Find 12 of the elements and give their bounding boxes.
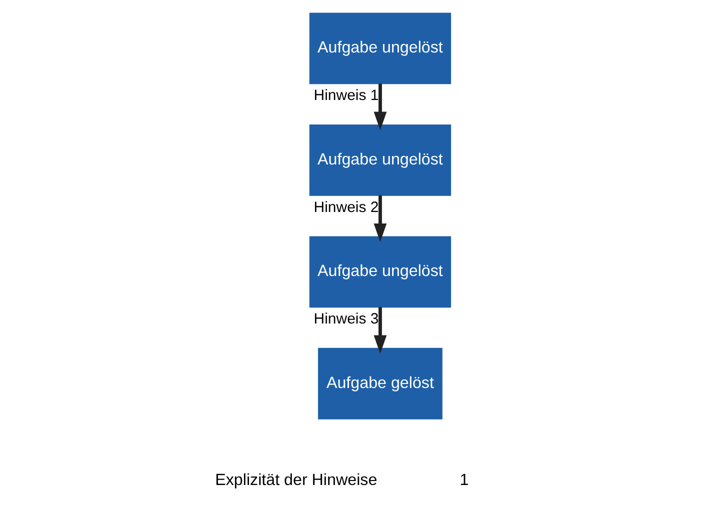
- label: Explizität der Hinweise: [215, 471, 378, 490]
- edge-label: Hinweis 1: [314, 87, 379, 104]
- label: 1: [460, 471, 469, 490]
- arrow: [374, 84, 387, 130]
- arrow: [374, 195, 387, 242]
- node-box: Aufgabe ungelöst: [309, 124, 452, 196]
- edge-label: Hinweis 2: [314, 198, 379, 216]
- edge-label: Hinweis 3: [314, 310, 379, 328]
- node-box: Aufgabe ungelöst: [309, 236, 452, 308]
- arrow: [374, 307, 387, 354]
- node-box: Aufgabe ungelöst: [309, 12, 452, 84]
- node-box: Aufgabe gelöst: [318, 348, 442, 420]
